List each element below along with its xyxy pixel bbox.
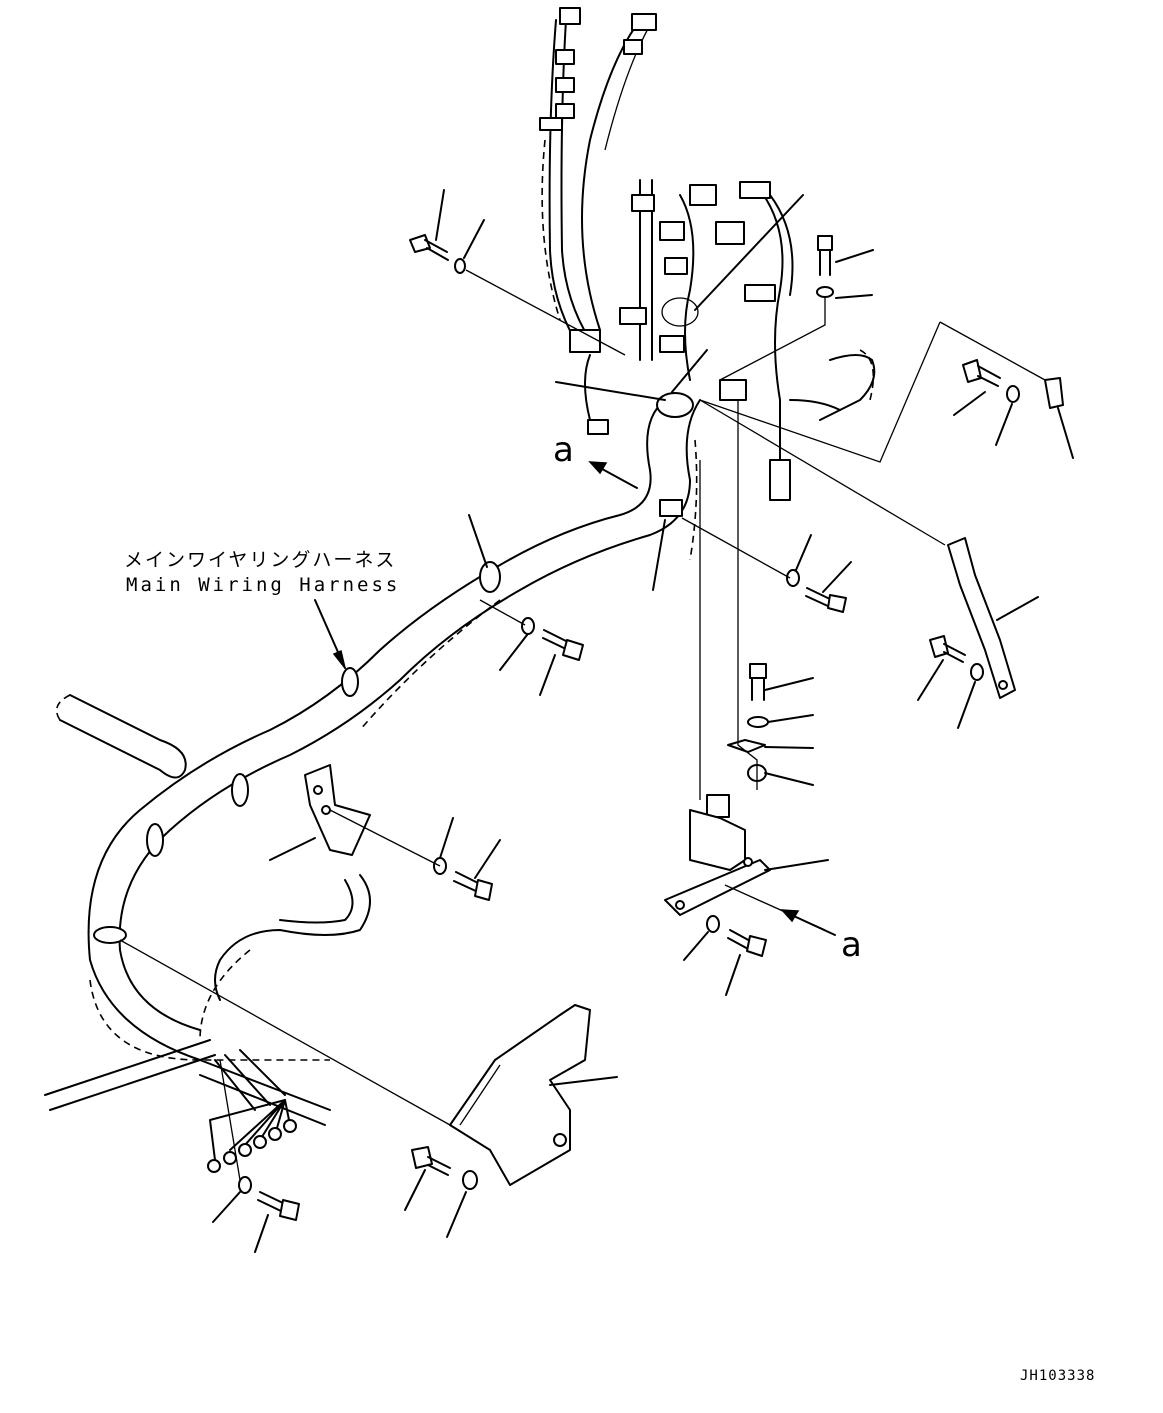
view-arrow-bottom <box>780 909 836 936</box>
central-junction <box>569 179 876 501</box>
bolt-mid-right <box>786 569 847 613</box>
harness-label-leader <box>314 599 346 669</box>
small-clip-right <box>1044 377 1064 409</box>
bolt-bottom-left <box>238 1176 300 1221</box>
bottom-bracket <box>449 1004 591 1186</box>
bolt-right-lower <box>929 635 984 681</box>
main-harness <box>44 392 701 1126</box>
bolt-top-right <box>816 235 834 298</box>
bolt-top-left <box>409 234 466 274</box>
relay-mount-bracket <box>664 794 771 916</box>
harness-label-japanese: メインワイヤリングハーネス <box>124 549 397 571</box>
right-bracket-long <box>947 537 1016 699</box>
view-arrow-top <box>588 461 638 489</box>
view-label-top: a <box>553 430 574 470</box>
bolt-bottom <box>411 1146 478 1190</box>
center-lines <box>119 269 1046 1181</box>
callout-leaders <box>212 189 1074 1253</box>
harness-label-english: Main Wiring Harness <box>126 574 401 596</box>
bolt-relay <box>727 663 769 782</box>
clip-bracket <box>304 764 371 856</box>
drawing-code: JH103338 <box>1020 1368 1096 1384</box>
ground-terminals <box>207 1049 297 1173</box>
bolt-relay-lower <box>706 915 767 957</box>
bolt-right <box>962 359 1020 403</box>
view-label-bottom: a <box>841 925 862 965</box>
upper-connector-bundle <box>539 7 657 341</box>
bolt-clip <box>433 857 493 901</box>
bolt-mid <box>521 617 584 661</box>
